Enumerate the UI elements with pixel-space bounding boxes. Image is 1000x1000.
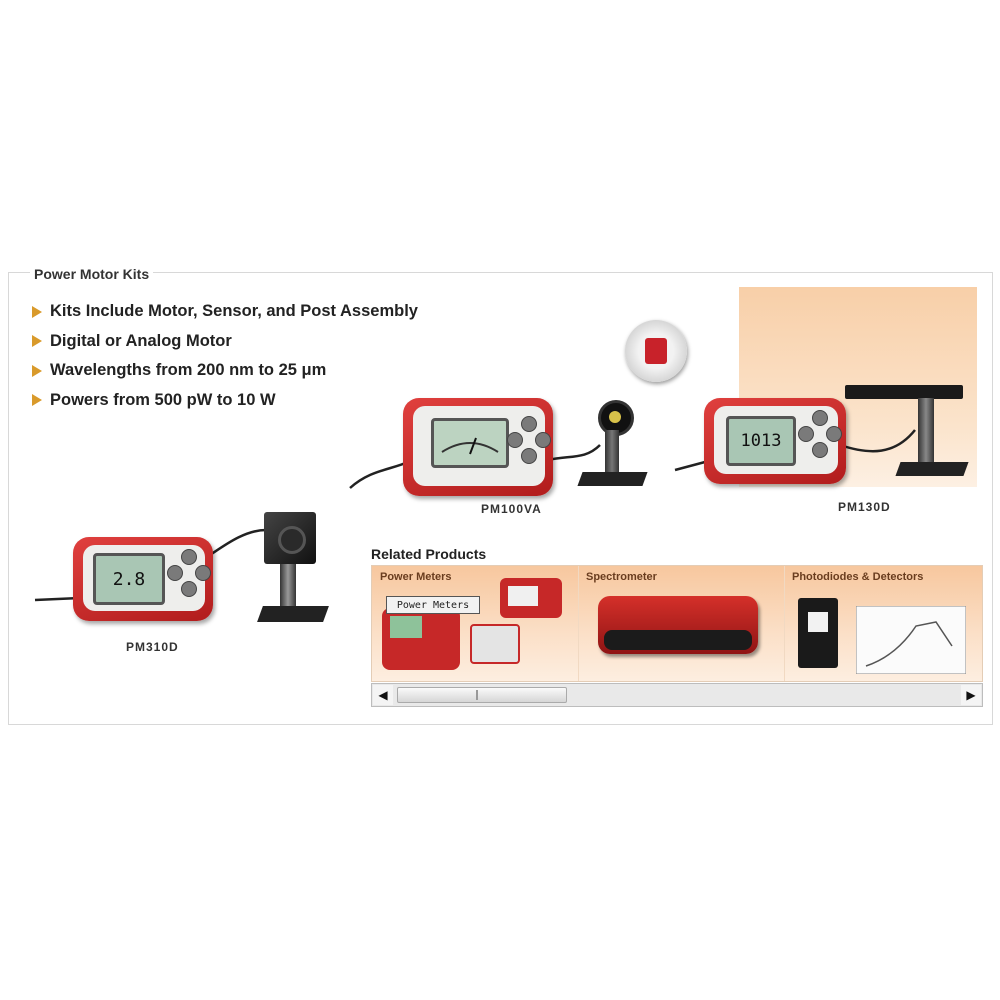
pm100a-meter <box>403 398 553 496</box>
meter-keypad <box>798 410 842 460</box>
pm310d-label: PM310D <box>126 640 179 654</box>
related-item-label: Power Meters <box>380 571 452 583</box>
spectrometer-icon <box>598 596 758 654</box>
feature-item: Kits Include Motor, Sensor, and Post Ass… <box>32 297 418 327</box>
analog-dial <box>431 418 509 468</box>
thermal-sensor-icon <box>625 320 687 382</box>
sensor-post <box>918 398 934 468</box>
meter-keypad <box>507 416 551 466</box>
feature-list: Kits Include Motor, Sensor, and Post Ass… <box>32 297 418 415</box>
thermal-sensor-head <box>264 512 316 564</box>
bullet-arrow-icon <box>32 305 42 318</box>
sensor-base <box>257 606 329 622</box>
scroll-right-button[interactable]: ▶ <box>961 685 981 705</box>
bullet-arrow-icon <box>32 394 42 407</box>
panel-title: Power Motor Kits <box>30 266 154 282</box>
bullet-arrow-icon <box>32 364 42 377</box>
sensor-base <box>895 462 969 476</box>
feature-item: Powers from 500 pW to 10 W <box>32 386 418 416</box>
feature-item: Digital or Analog Motor <box>32 327 418 357</box>
pm310d-meter: 2.8 <box>73 537 213 621</box>
sensor-base <box>577 472 648 486</box>
related-products-strip: Power Meters Power Meters Spectrometer P… <box>371 565 983 682</box>
photodiode-sensor <box>598 400 634 436</box>
mini-meter-icon <box>470 624 520 664</box>
slim-sensor-arm <box>845 385 963 399</box>
mini-screen-label: Power Meters <box>386 596 480 614</box>
scroll-thumb[interactable] <box>397 687 567 703</box>
sensor-post <box>605 430 619 475</box>
related-item-spectrometer[interactable]: Spectrometer <box>578 566 785 681</box>
mini-meter-icon <box>500 578 562 618</box>
pm130d-label: PM130D <box>838 500 891 514</box>
related-item-label: Spectrometer <box>586 571 657 583</box>
needle-arc-icon <box>441 437 499 455</box>
detector-icon <box>798 598 838 668</box>
scroll-left-button[interactable]: ◀ <box>373 685 393 705</box>
pm130d-display: 1013 <box>726 416 796 466</box>
bullet-arrow-icon <box>32 335 42 348</box>
pm310d-display: 2.8 <box>93 553 165 605</box>
pm100a-label: PM100VA <box>481 502 542 516</box>
pm130d-meter: 1013 <box>704 398 846 484</box>
response-curve-icon <box>856 606 966 674</box>
related-item-photodiodes[interactable]: Photodiodes & Detectors <box>784 566 982 681</box>
sensor-post <box>280 564 296 610</box>
feature-item: Wavelengths from 200 nm to 25 μm <box>32 356 418 386</box>
related-item-label: Photodiodes & Detectors <box>792 571 924 583</box>
mini-meter-icon <box>382 608 460 670</box>
related-products-scrollbar[interactable]: ◀ ▶ <box>371 683 983 707</box>
meter-keypad <box>167 549 211 599</box>
related-item-power-meters[interactable]: Power Meters Power Meters <box>372 566 579 681</box>
related-products-title: Related Products <box>371 546 487 562</box>
